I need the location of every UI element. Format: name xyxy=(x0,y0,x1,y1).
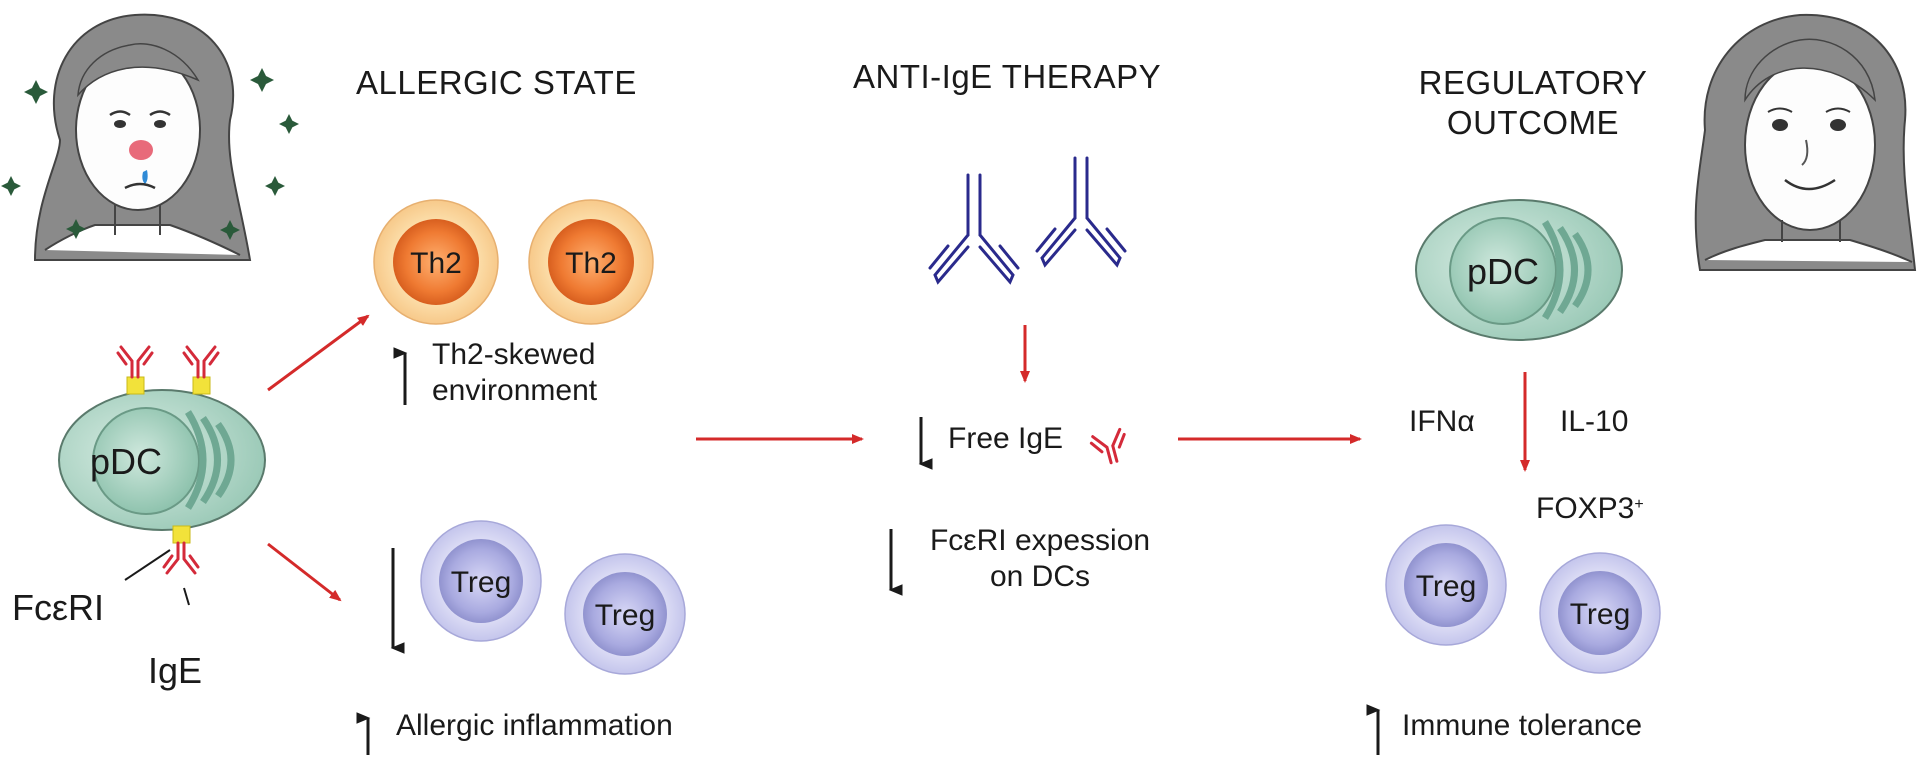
th2-environment-text: Th2-skewed environment xyxy=(432,337,597,409)
arrow-pdc-to-treg xyxy=(267,542,342,602)
il10-label: IL-10 xyxy=(1560,405,1629,438)
treg-label-left-1: Treg xyxy=(451,566,512,599)
treg-cell-right-1: Treg xyxy=(1385,524,1507,646)
arrow-pdc-to-th2 xyxy=(267,314,370,392)
sick-face-illustration xyxy=(33,13,252,261)
left-pdc-label: pDC xyxy=(90,441,162,482)
th2-label-1: Th2 xyxy=(410,247,462,280)
regulatory-heading-line1: REGULATORY xyxy=(1418,64,1648,101)
th2-cell-2: Th2 xyxy=(528,199,654,325)
happy-face-illustration xyxy=(1694,13,1917,271)
left-pdc-cell: pDC xyxy=(58,389,266,531)
th2-cell-1: Th2 xyxy=(373,199,499,325)
treg-label-left-2: Treg xyxy=(595,599,656,632)
anti-ige-antibody-2 xyxy=(1035,156,1127,268)
treg-label-right-1: Treg xyxy=(1416,570,1477,603)
immune-tolerance-text: Immune tolerance xyxy=(1402,709,1643,742)
treg-cell-left-1: Treg xyxy=(420,520,542,642)
allergen-particles xyxy=(1,68,299,240)
foxp3-text: FOXP3 xyxy=(1536,492,1635,525)
black-arrows xyxy=(356,347,1381,755)
treg-cell-left-2: Treg xyxy=(564,553,686,675)
fceri-expression-line1: FcεRI expession xyxy=(929,524,1151,557)
right-pdc-label: pDC xyxy=(1467,251,1539,292)
fceri-expression-text: FcεRI expession on DCs xyxy=(900,523,1180,595)
free-ige-antibody-icon xyxy=(1088,427,1132,468)
fceri-receptors xyxy=(126,376,211,544)
ige-pointer-line xyxy=(183,587,190,606)
regulatory-outcome-heading: REGULATORY OUTCOME xyxy=(1388,63,1678,143)
treg-label-right-2: Treg xyxy=(1570,598,1631,631)
allergic-inflammation-text: Allergic inflammation xyxy=(396,709,673,742)
ige-label: IgE xyxy=(148,650,203,691)
regulatory-heading-line2: OUTCOME xyxy=(1446,104,1620,141)
th2-environment-line2: environment xyxy=(432,374,598,407)
th2-environment-line1: Th2-skewed xyxy=(432,338,596,371)
fceri-expression-line2: on DCs xyxy=(989,560,1091,593)
treg-cell-right-2: Treg xyxy=(1539,552,1661,674)
fceri-label: FcεRI xyxy=(12,587,105,628)
fceri-pointer-line xyxy=(124,549,171,581)
th2-label-2: Th2 xyxy=(565,247,617,280)
foxp3-superscript: + xyxy=(1634,496,1644,513)
anti-ige-antibody-1 xyxy=(928,173,1020,285)
ifna-label: IFNα xyxy=(1409,405,1475,438)
right-pdc-cell: pDC xyxy=(1415,199,1623,341)
foxp3-label: FOXP3+ xyxy=(1536,491,1644,527)
allergic-state-heading: ALLERGIC STATE xyxy=(356,64,637,101)
free-ige-text: Free IgE xyxy=(948,422,1064,455)
red-arrows xyxy=(267,314,1530,602)
anti-ige-therapy-heading: ANTI-IgE THERAPY xyxy=(853,58,1162,95)
